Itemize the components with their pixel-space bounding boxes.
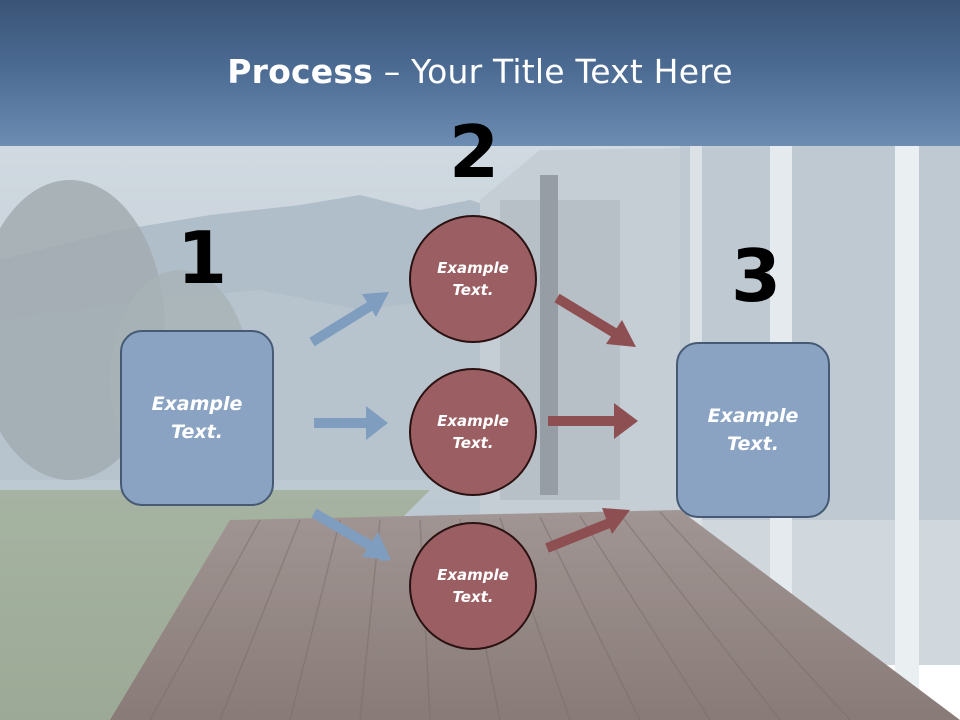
circle-top-label: Example Text.	[437, 258, 509, 300]
left-process-box: Example Text.	[120, 330, 274, 506]
circle-middle: Example Text.	[409, 368, 537, 496]
title-bold: Process	[227, 52, 374, 91]
step-number-3: 3	[731, 234, 782, 318]
step-number-1: 1	[177, 216, 228, 300]
circle-top: Example Text.	[409, 215, 537, 343]
title-rest: – Your Title Text Here	[373, 52, 733, 91]
title-band: Process – Your Title Text Here	[0, 0, 960, 146]
circle-bottom: Example Text.	[409, 522, 537, 650]
right-process-box: Example Text.	[676, 342, 830, 518]
circle-middle-label: Example Text.	[437, 411, 509, 453]
arrow-middle-to-right	[548, 403, 638, 439]
arrow-left-to-middle	[314, 406, 388, 440]
arrow-left-to-top	[309, 292, 389, 347]
circle-bottom-label: Example Text.	[437, 565, 509, 607]
arrow-bottom-to-right	[545, 508, 630, 553]
right-box-label: Example Text.	[707, 404, 799, 456]
arrow-top-to-right	[554, 293, 636, 347]
slide-title: Process – Your Title Text Here	[0, 52, 960, 91]
left-box-label: Example Text.	[151, 392, 243, 444]
arrow-left-to-bottom	[311, 508, 391, 561]
step-number-2: 2	[449, 110, 500, 194]
